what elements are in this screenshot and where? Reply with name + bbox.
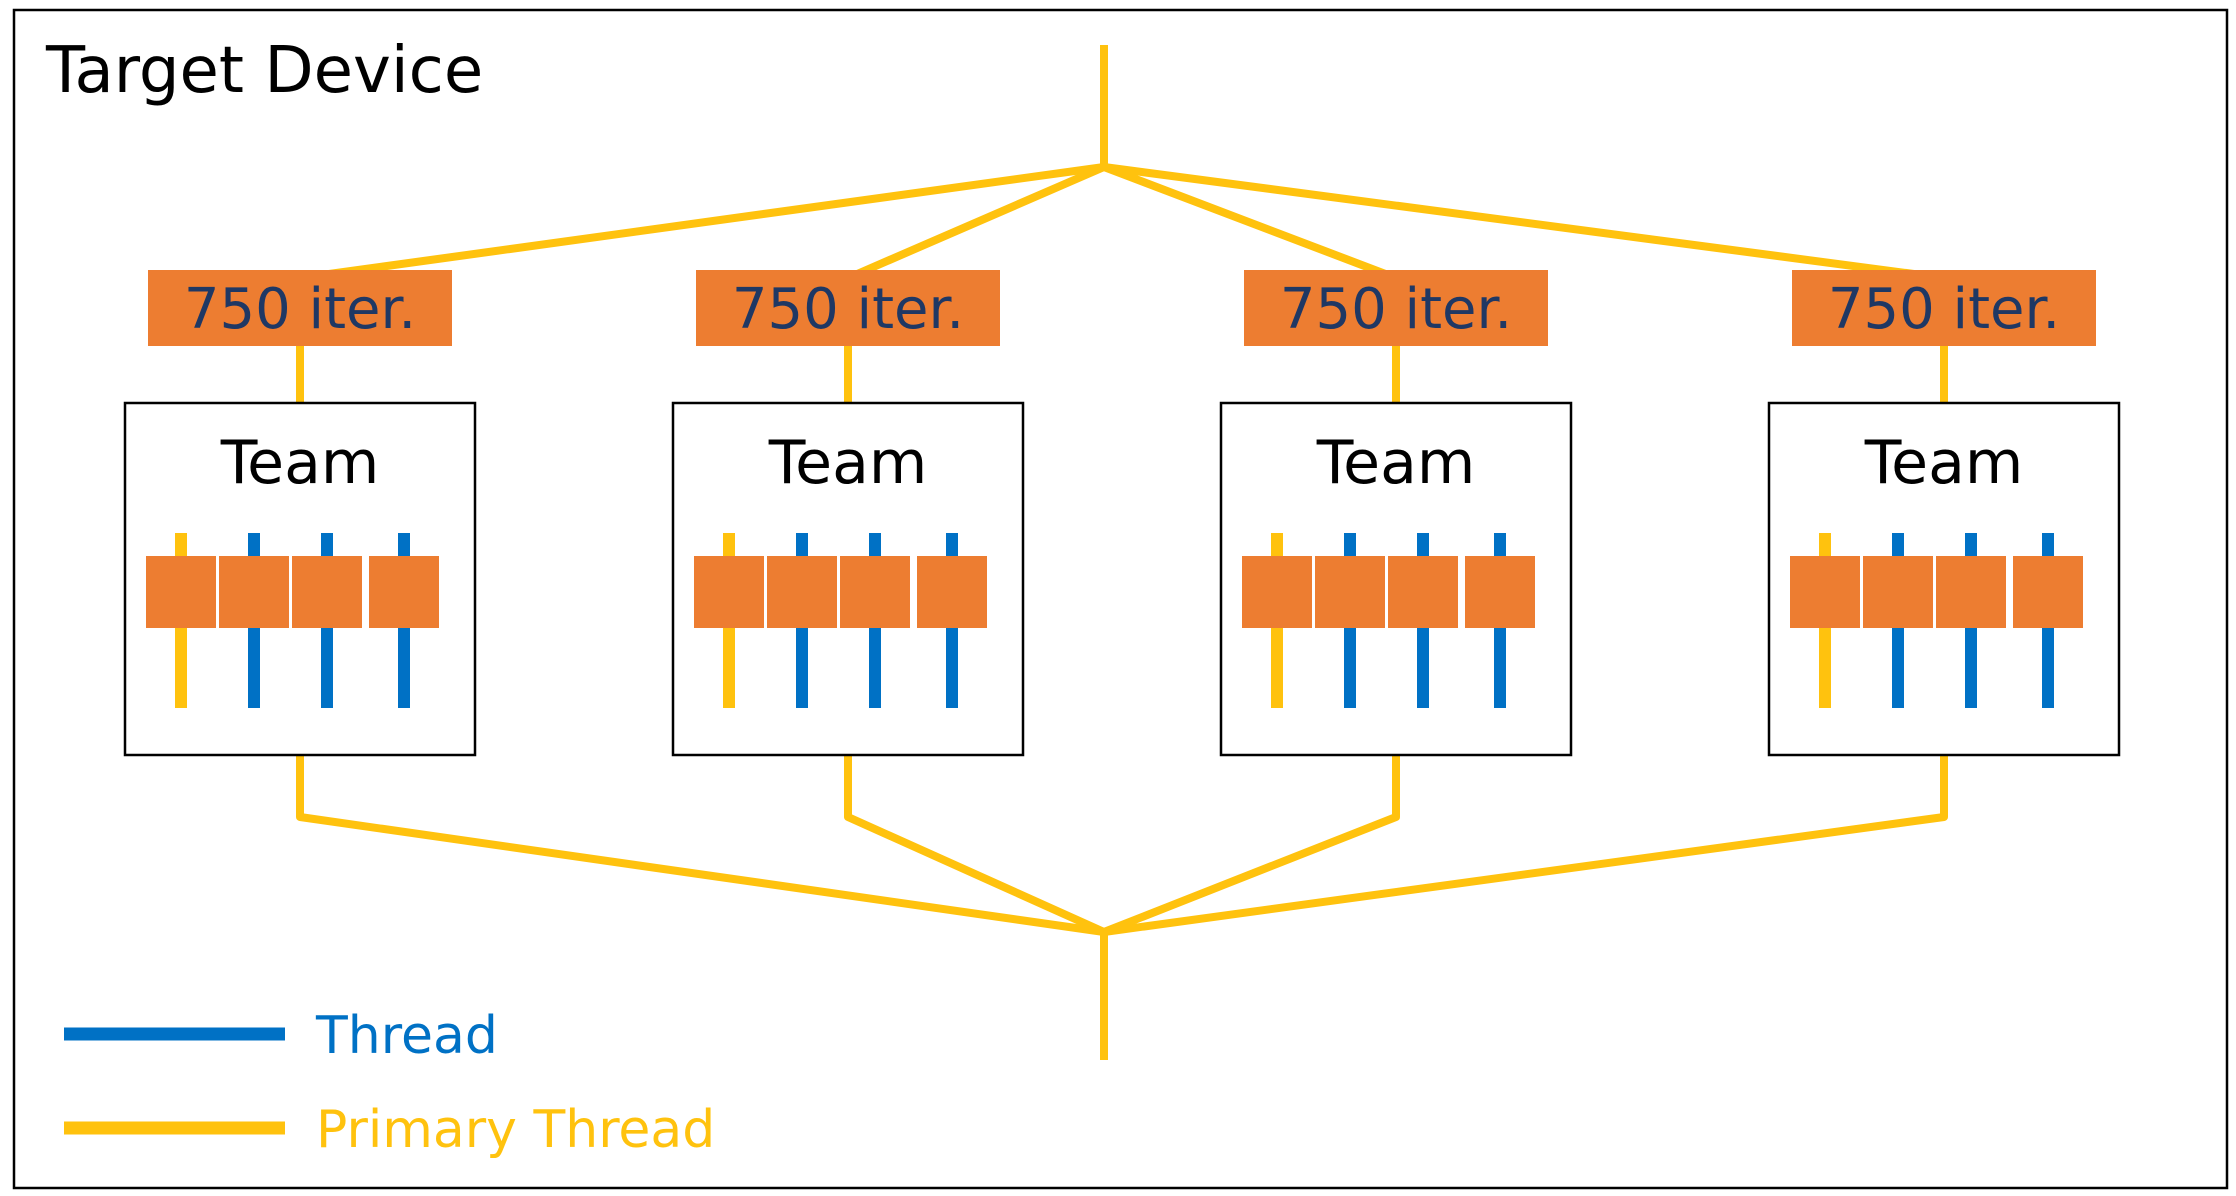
iteration-chunks: 750 iter. 750 iter. 750 iter. 750 iter. (148, 270, 2096, 346)
join-line (1102, 755, 1400, 936)
iteration-chunk-box (1244, 270, 1548, 346)
work-block (1242, 556, 1312, 628)
work-block (1790, 556, 1860, 628)
fork-line (844, 163, 1108, 282)
diagram-title: Target Device (45, 34, 483, 108)
team-label: Team (220, 428, 380, 498)
legend-label: Primary Thread (316, 1100, 715, 1160)
work-block (1388, 556, 1458, 628)
iteration-chunk-box (1792, 270, 2096, 346)
team-label: Team (768, 428, 928, 498)
iteration-chunk-label: 750 iter. (184, 277, 416, 342)
work-block (767, 556, 837, 628)
work-block (219, 556, 289, 628)
iteration-chunk-label: 750 iter. (732, 277, 964, 342)
join-line (296, 755, 1105, 936)
fork-join-lines (296, 45, 1948, 1060)
iteration-chunk-label: 750 iter. (1280, 277, 1512, 342)
team-label: Team (1316, 428, 1476, 498)
work-block (1315, 556, 1385, 628)
work-block (1936, 556, 2006, 628)
teams: Team Team Team Team (123, 401, 2121, 757)
work-block (1863, 556, 1933, 628)
work-block (1465, 556, 1535, 628)
work-block (292, 556, 362, 628)
work-block (694, 556, 764, 628)
fork-line (1100, 163, 1400, 282)
work-block (146, 556, 216, 628)
join-line (1103, 755, 1948, 936)
legend-label: Thread (315, 1006, 498, 1066)
work-block (2013, 556, 2083, 628)
iteration-chunk-label: 750 iter. (1828, 277, 2060, 342)
work-block (369, 556, 439, 628)
fork-line (296, 163, 1108, 282)
iteration-chunk-box (148, 270, 452, 346)
work-block (917, 556, 987, 628)
team-label: Team (1864, 428, 2024, 498)
fork-line (1100, 163, 1948, 282)
work-block (840, 556, 910, 628)
iteration-chunk-box (696, 270, 1000, 346)
join-line (844, 755, 1106, 936)
